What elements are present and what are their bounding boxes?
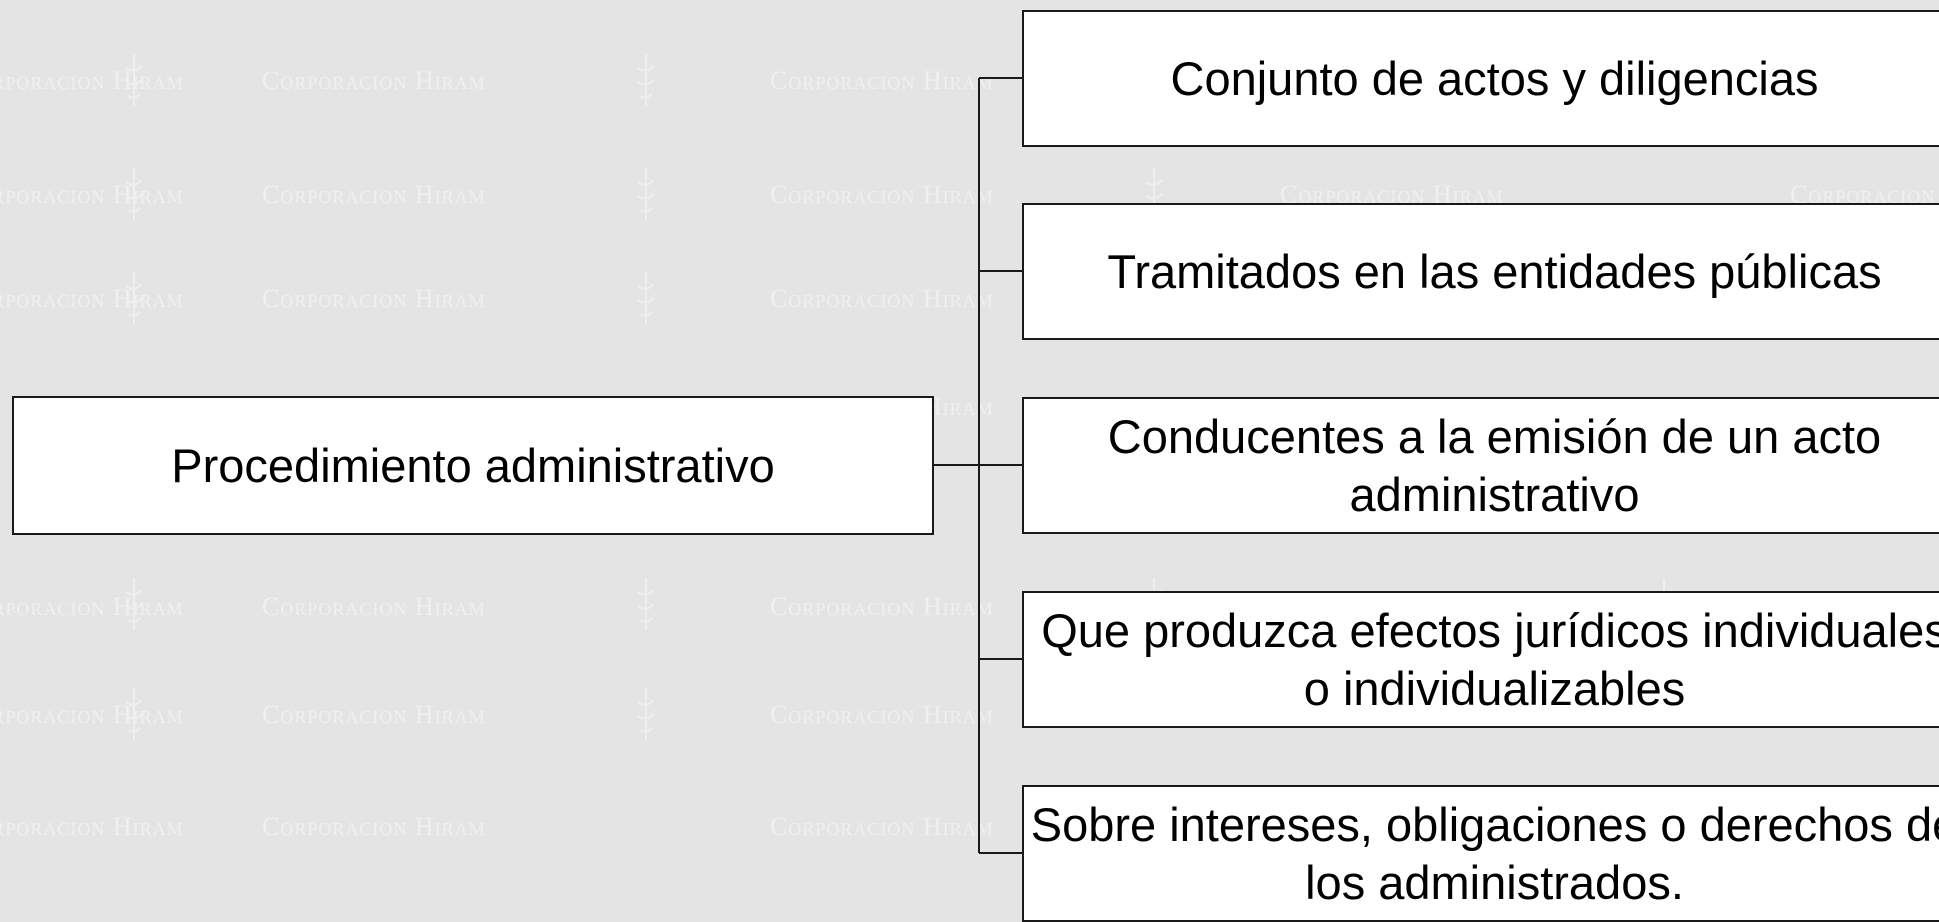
root-node: Procedimiento administrativo	[12, 396, 934, 535]
child-node-3: Conducentes a la emisión de un acto admi…	[1022, 397, 1939, 534]
child-node-1: Conjunto de actos y diligencias	[1022, 10, 1939, 147]
child-node-4: Que produzca efectos jurídicos individua…	[1022, 591, 1939, 728]
child-node-5: Sobre intereses, obligaciones o derechos…	[1022, 785, 1939, 922]
child-node-2: Tramitados en las entidades públicas	[1022, 203, 1939, 340]
